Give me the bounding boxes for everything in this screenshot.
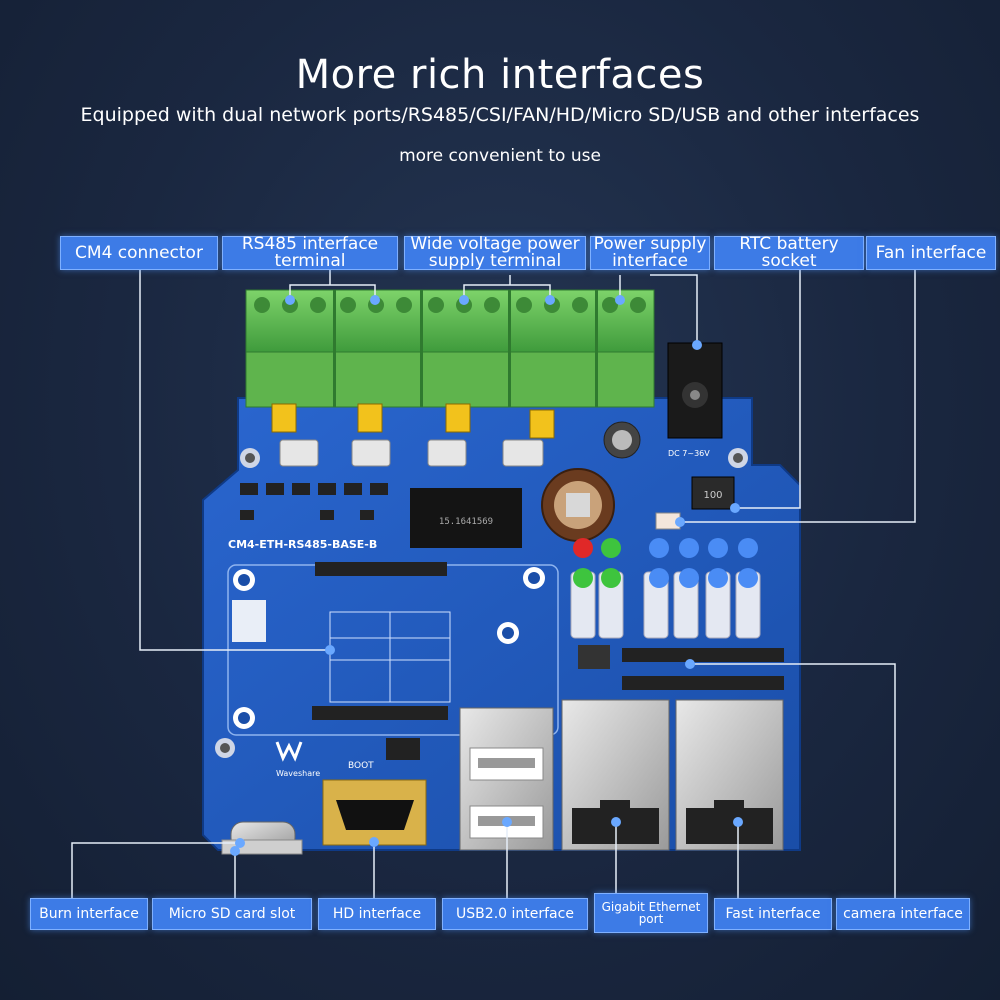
dc-label: DC 7~36V — [668, 449, 710, 458]
inductor-text: 100 — [703, 490, 722, 501]
ethernet-ports — [561, 699, 784, 851]
rtc-socket — [541, 468, 615, 542]
jumpers — [271, 403, 555, 439]
label-power-supply: Power supply interface — [590, 236, 710, 270]
brand-text: Waveshare — [276, 769, 320, 778]
white-headers — [279, 439, 544, 467]
label-fast-interface: Fast interface — [714, 898, 832, 930]
page-title: More rich interfaces — [295, 52, 705, 98]
board-model-label: CM4-ETH-RS485-BASE-B — [228, 538, 377, 551]
label-usb-interface: USB2.0 interface — [442, 898, 588, 930]
leader-dots — [230, 295, 743, 856]
inductor — [691, 476, 735, 510]
waveshare-logo: Waveshare — [275, 741, 320, 778]
hdmi-port — [322, 779, 427, 846]
cm4-white-pad — [232, 600, 266, 642]
label-wide-voltage-terminal: Wide voltage power supply terminal — [404, 236, 586, 270]
camera-connector-2 — [622, 676, 784, 690]
terminal-block — [245, 289, 655, 408]
label-gigabit-ethernet: Gigabit Ethernet port — [594, 893, 708, 933]
label-camera-interface: camera interface — [836, 898, 970, 930]
leader-lines — [71, 268, 916, 902]
label-cm4-connector: CM4 connector — [60, 236, 218, 270]
chip-text: 15.1641569 — [439, 517, 493, 527]
camera-connector-1 — [622, 648, 784, 662]
label-hd-interface: HD interface — [318, 898, 436, 930]
isolation-chip — [410, 488, 522, 548]
cm4-connector-top — [315, 562, 447, 576]
silkscreen-table — [329, 611, 451, 703]
label-rs485-terminal: RS485 interface terminal — [222, 236, 398, 270]
page-subtitle: Equipped with dual network ports/RS485/C… — [80, 104, 920, 126]
dc-jack — [667, 342, 723, 439]
label-microsd-slot: Micro SD card slot — [152, 898, 312, 930]
camera-chip — [578, 645, 610, 669]
label-burn-interface: Burn interface — [30, 898, 148, 930]
cm4-connector-bottom — [312, 706, 448, 720]
boot-switch — [386, 738, 420, 760]
led-light-pipes — [570, 538, 761, 639]
page-subtitle-2: more convenient to use — [399, 146, 601, 166]
smd-components — [240, 483, 388, 520]
boot-label: BOOT — [348, 761, 374, 771]
label-fan-interface: Fan interface — [866, 236, 996, 270]
label-rtc-socket: RTC battery socket — [714, 236, 864, 270]
